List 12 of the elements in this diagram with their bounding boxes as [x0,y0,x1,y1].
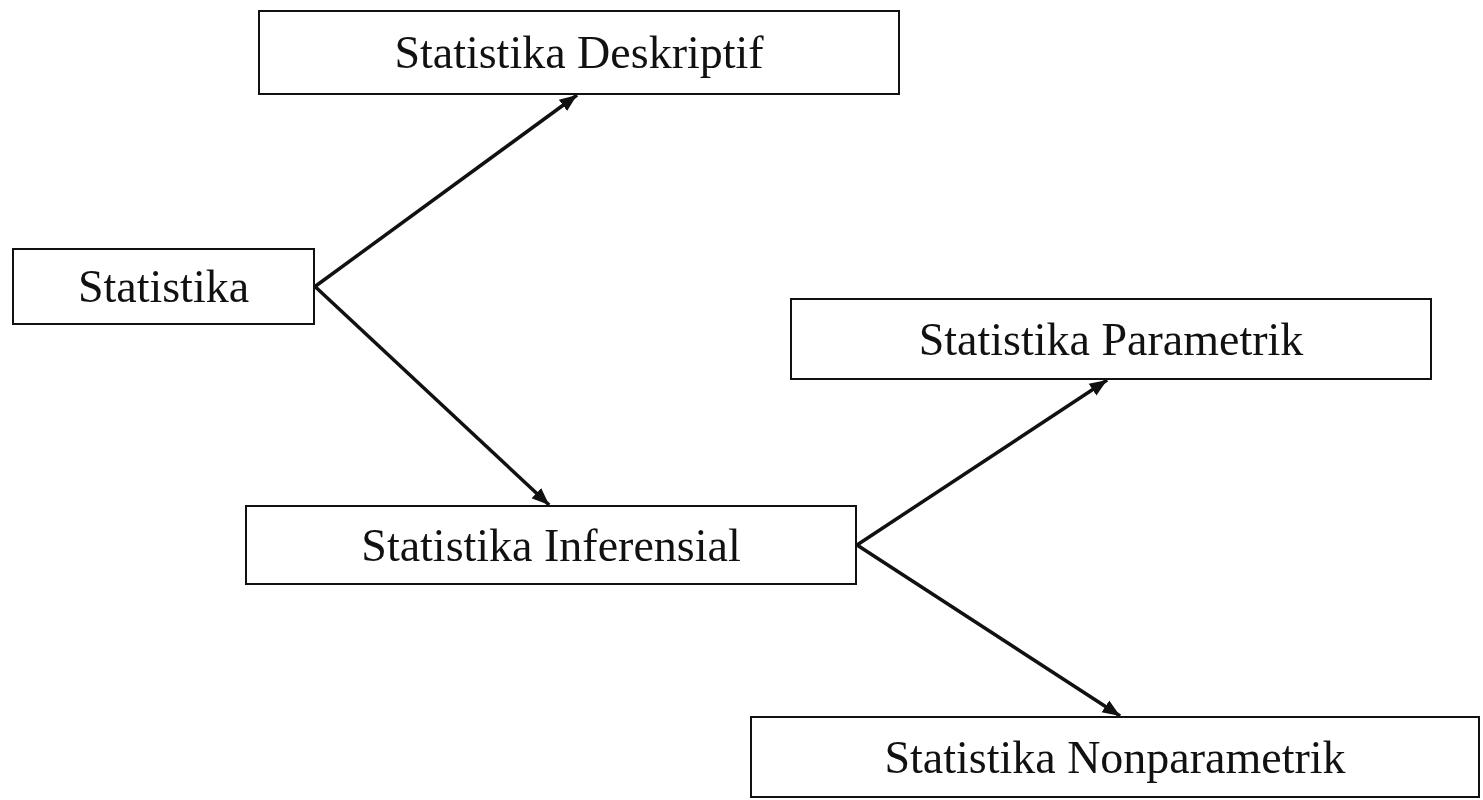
process-box [750,716,1480,798]
node-label: Statistika Nonparametrik [884,730,1346,784]
process-box [258,10,900,95]
arrow [856,378,1109,547]
process-box [790,298,1432,380]
arrow [856,543,1122,718]
node-label: Statistika [77,260,250,313]
node-label: Statistika Deskriptif [394,26,764,79]
node-label: Statistika Inferensial [361,518,741,572]
process-box [245,505,857,585]
process-box [12,248,315,325]
node-label: Statistika Parametrik [918,312,1304,366]
